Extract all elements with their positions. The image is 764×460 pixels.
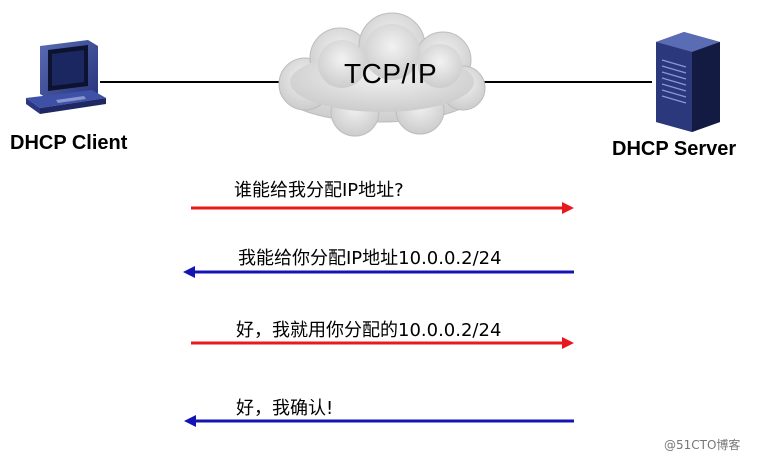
network-label: TCP/IP bbox=[344, 58, 438, 89]
message-arrow-3 bbox=[191, 337, 574, 349]
tower-server-icon bbox=[656, 32, 720, 132]
client-label: DHCP Client bbox=[10, 132, 128, 154]
server-label: DHCP Server bbox=[612, 138, 737, 160]
message-arrow-2 bbox=[183, 266, 574, 278]
message-arrow-1 bbox=[191, 202, 574, 214]
message-1-text: 谁能给我分配IP地址? bbox=[234, 180, 404, 201]
tcpip-cloud-icon bbox=[278, 12, 486, 137]
message-4-text: 好，我确认! bbox=[236, 398, 334, 419]
watermark: @51CTO博客 bbox=[664, 438, 741, 452]
desktop-computer-icon bbox=[26, 40, 106, 114]
message-arrow-4 bbox=[184, 415, 574, 427]
message-2-text: 我能给你分配IP地址10.0.0.2/24 bbox=[238, 248, 502, 269]
message-3-text: 好，我就用你分配的10.0.0.2/24 bbox=[236, 320, 502, 341]
